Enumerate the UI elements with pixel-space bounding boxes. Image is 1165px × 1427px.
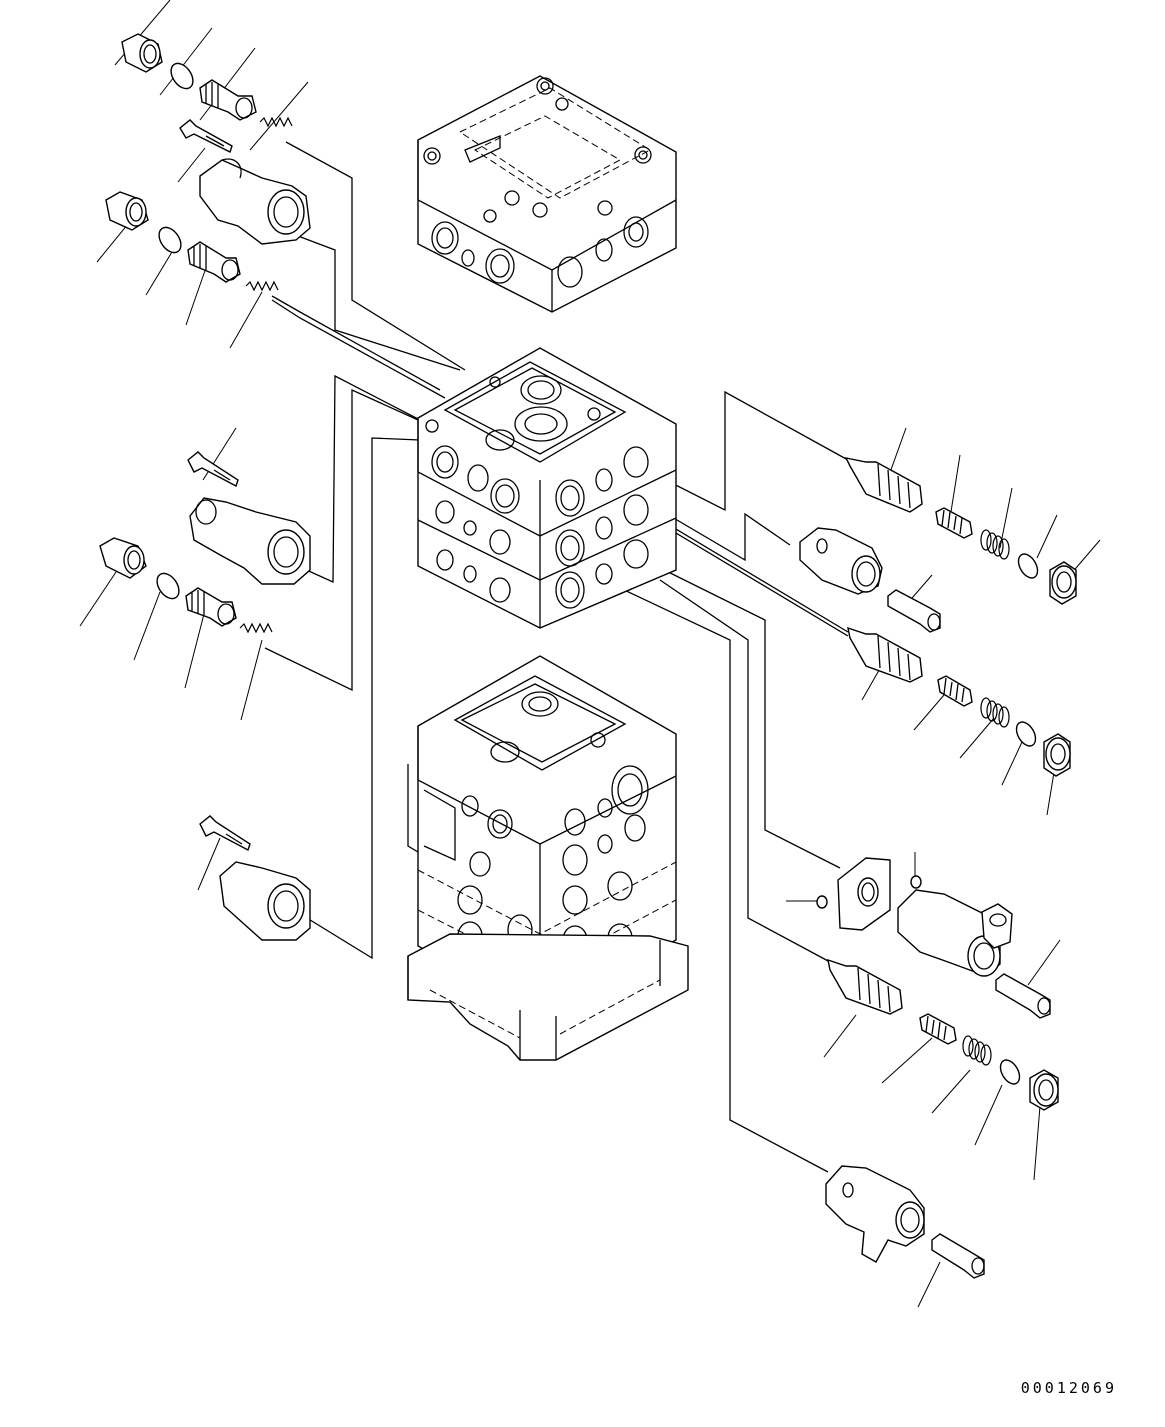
right-sensor-housing-1 xyxy=(799,527,883,595)
right-spring-1 xyxy=(935,507,973,539)
right-bolt-1 xyxy=(887,589,941,633)
right-oring-small-1 xyxy=(816,895,828,909)
drawing-number: 00012069 xyxy=(1020,1379,1117,1397)
right-spring-coil-1 xyxy=(980,529,1010,560)
left-oring-2 xyxy=(158,226,182,254)
right-oring-2 xyxy=(1015,721,1037,747)
top-valve-section xyxy=(417,75,677,313)
right-oring-3 xyxy=(999,1059,1021,1085)
left-bolt-3 xyxy=(199,815,251,852)
right-plug-3 xyxy=(1029,1069,1059,1111)
left-elbow-flange-3 xyxy=(219,861,311,941)
right-plug-1 xyxy=(1049,561,1077,605)
left-bolt-2 xyxy=(187,451,239,488)
right-spring-2 xyxy=(937,675,973,707)
right-flange-plate xyxy=(837,857,891,931)
middle-valve-section xyxy=(417,347,677,629)
right-elbow-housing xyxy=(897,889,1013,977)
right-sensor-housing-2 xyxy=(825,1165,925,1263)
left-plug-2 xyxy=(105,191,149,231)
left-valve-spool-1 xyxy=(199,79,257,121)
left-plug-3 xyxy=(99,537,147,579)
right-oring-small-2 xyxy=(910,875,922,889)
left-spring-2 xyxy=(245,280,279,292)
right-valve-spool-3 xyxy=(827,958,903,1015)
right-oring-1 xyxy=(1017,553,1039,579)
right-bolt-3 xyxy=(931,1233,985,1279)
right-spring-coil-2 xyxy=(980,697,1010,728)
left-spring-1 xyxy=(259,116,293,128)
left-valve-spool-2 xyxy=(187,241,241,283)
right-bolt-2 xyxy=(995,973,1051,1019)
right-spring-3 xyxy=(919,1013,957,1045)
left-elbow-flange-2 xyxy=(189,497,311,585)
lower-valve-body xyxy=(407,655,677,1013)
left-oring-3 xyxy=(156,572,180,600)
left-oring-1 xyxy=(170,62,194,90)
right-plug-2 xyxy=(1043,733,1071,777)
left-spring-3 xyxy=(239,622,273,634)
mounting-base xyxy=(407,933,689,1061)
left-valve-spool-3 xyxy=(185,587,237,627)
right-valve-spool-1 xyxy=(844,457,923,513)
left-plug-1 xyxy=(121,33,163,73)
right-valve-spool-2 xyxy=(847,626,923,683)
right-spring-coil-3 xyxy=(962,1035,992,1066)
left-bolt-1 xyxy=(179,119,233,153)
left-elbow-flange-1 xyxy=(199,158,311,245)
